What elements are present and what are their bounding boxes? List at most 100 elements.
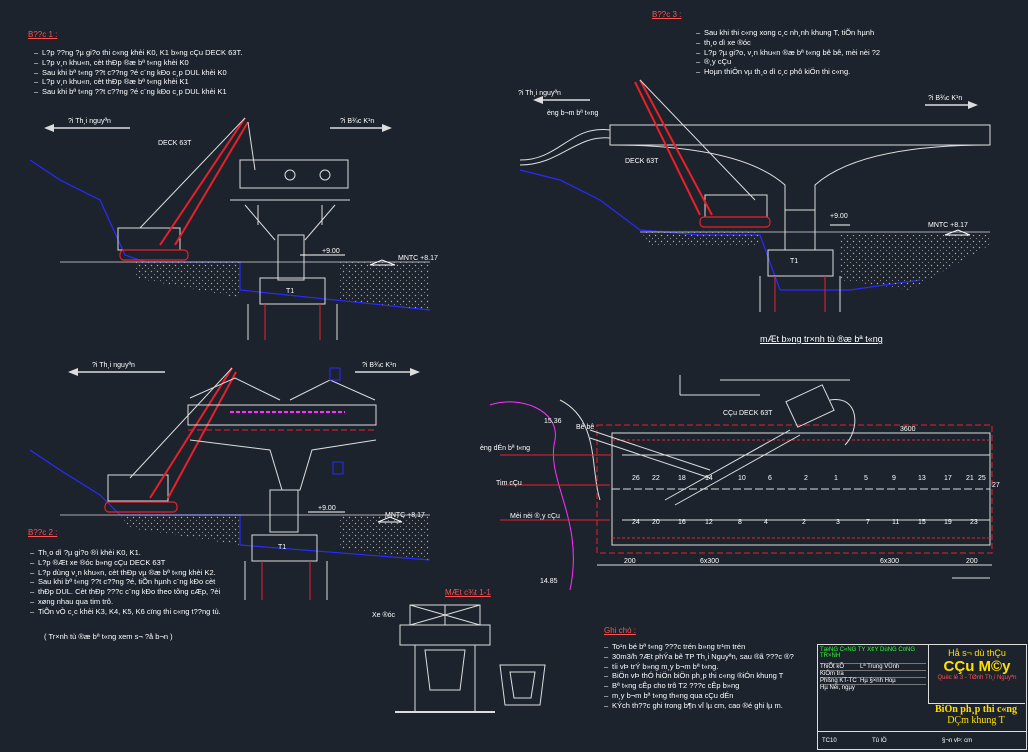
general-note: BiÖn vÞ thÓ hiÖn biÖn ph¸p thi c«ng ®iÓn…: [604, 671, 794, 681]
tb-row-label: ThiÕt kÕ: [820, 664, 845, 670]
plan-dim: 15.36: [544, 418, 562, 425]
segment-number: 15: [918, 519, 926, 526]
general-note: m¸y b¬m bª t«ng th«ng qua cÇu dÉn: [604, 691, 794, 701]
step3-pier: T1: [790, 258, 799, 265]
segment-end: 27: [992, 482, 1000, 489]
step1-dir-left: ?i Th¸i nguyªn: [68, 118, 111, 125]
step1-elevation: [29, 117, 431, 340]
segment-number: 25: [978, 475, 986, 482]
tb-title-line2: DÇm khung T: [947, 715, 1005, 726]
segment-number: 8: [738, 519, 742, 526]
step3-dir-right: ?i B¾c K¹n: [928, 95, 963, 102]
segment-number: 20: [652, 519, 660, 526]
plan-edge-label: Mèi nèi ®¸y cÇu: [510, 513, 560, 520]
plan-dim: 6x300: [880, 558, 900, 565]
step3-water: MNTC +8.17: [928, 222, 968, 229]
segment-number: 21: [966, 475, 974, 482]
segment-number: 16: [678, 519, 686, 526]
tb-date: Hµ Néi, ngµy: [820, 684, 926, 691]
step1-level: +9.00: [322, 248, 340, 255]
title-block: TæNG C«NG TY X¢Y DùNG C¤NG TR×NH Hå s¬ d…: [817, 644, 1027, 750]
plan-crane-label: CÇu DECK 63T: [723, 410, 773, 417]
step1-pier: T1: [286, 288, 295, 295]
plan-dim: 14.85: [540, 578, 558, 585]
plan-view: [489, 375, 993, 591]
tb-project-line1: Hå s¬ dù thÇu: [948, 648, 1006, 658]
segment-number: 10: [738, 475, 746, 482]
tb-unit: §¬n vÞ: cm: [942, 737, 973, 744]
segment-number: 23: [970, 519, 978, 526]
step2-note: L?p dùng v¸n khu«n, cèt thÐp vµ ®æ bª t«…: [30, 568, 221, 578]
plan-dim: 200: [966, 558, 978, 565]
step2-note: Th¸o dì ?µ gi?o ®ì khèi K0, K1.: [30, 548, 221, 558]
tb-footer: TC10 Tû lÖ §¬n vÞ: cm: [818, 731, 1026, 749]
section-title: MÆt c¾t 1-1: [445, 588, 491, 597]
segment-number: 5: [864, 475, 868, 482]
step3-note: th¸o dì xe ®óc: [696, 38, 880, 48]
section-view: [395, 604, 546, 713]
step3-note: Hoµn thiÖn vµ th¸o dì c¸c phô kiÖn thi c…: [696, 67, 880, 77]
step3-level: +9.00: [830, 213, 848, 220]
plan-dim: 6x300: [700, 558, 720, 565]
segment-number: 13: [918, 475, 926, 482]
segment-number: 7: [866, 519, 870, 526]
tb-project: Hå s¬ dù thÇu CÇu M©y Quèc lé 3 - TØnh T…: [928, 645, 1025, 704]
general-note: To¹n bé bª t«ng ???c trén b»ng tr¹m trén: [604, 642, 794, 652]
step2-water: MNTC +8.17: [385, 512, 425, 519]
step2-sub: ( Tr×nh tù ®æ bª t«ng xem s¬ ?å b¬n ): [44, 632, 173, 641]
step3-pump: èng b¬m bª t«ng: [547, 110, 599, 117]
segment-number: 9: [892, 475, 896, 482]
segment-number: 22: [652, 475, 660, 482]
step2-note: Sau khi bª t«ng ??t c??ng ?é, tiÕn hµnh …: [30, 577, 221, 587]
section-label: Xe ®óc: [372, 612, 396, 619]
step1-note: Sau khi bª t«ng ??t c??ng ?é c¨ng kÐo c¸…: [34, 87, 242, 97]
step1-note: L?p v¸n khu«n, cèt thÐp ®æ bª t«ng khèi …: [34, 77, 242, 87]
general-note: Bª t«ng cÊp cho trô T2 ???c cÊp b»ng: [604, 681, 794, 691]
segment-number: 17: [944, 475, 952, 482]
step3-note: Sau khi thi c«ng xong c¸c nh¸nh khung T,…: [696, 28, 880, 38]
segment-number: 14: [705, 475, 713, 482]
segment-number: 4: [764, 519, 768, 526]
step1-note: L?p ??ng ?µ gi?o thi c«ng khèi K0, K1 b»…: [34, 48, 242, 58]
step1-notes: L?p ??ng ?µ gi?o thi c«ng khèi K0, K1 b»…: [34, 48, 242, 97]
plan-bebe-label: Bê bê: [576, 424, 595, 431]
tb-company: TæNG C«NG TY X¢Y DùNG C¤NG TR×NH: [820, 647, 916, 659]
tb-row-value: Lª Trung VÜnh: [860, 664, 900, 670]
step1-note: Sau khi bª t«ng ??t c??ng ?é c¨ng kÐo c¸…: [34, 68, 242, 78]
step2-note: xøng nhau qua tim trô.: [30, 597, 221, 607]
tb-title-line1: BiÖn ph¸p thi c«ng: [935, 704, 1017, 715]
step2-notes: Th¸o dì ?µ gi?o ®ì khèi K0, K1. L?p ®Æt …: [30, 548, 221, 616]
step1-heading: B??c 1 :: [28, 30, 58, 39]
plan-pipe-label: èng dÉn bª t«ng: [480, 445, 531, 452]
step2-note: L?p ®Æt xe ®óc b»ng cÇu DECK 63T: [30, 558, 221, 568]
step2-dir-right: ?i B¾c K¹n: [362, 362, 397, 369]
general-note: KÝch th??c ghi trong b¶n vÏ lµ cm, cao ®…: [604, 701, 794, 711]
step2-elevation: [29, 367, 431, 600]
segment-number: 3: [836, 519, 840, 526]
tb-sheet: TC10: [822, 737, 837, 744]
step2-heading: B??c 2 :: [28, 528, 58, 537]
step1-dir-right: ?i B¾c K¹n: [340, 118, 375, 125]
step3-crane-label: DECK 63T: [625, 158, 659, 165]
segment-number: 12: [705, 519, 713, 526]
tb-scale: Tû lÖ: [872, 737, 887, 744]
step3-heading: B??c 3 :: [652, 10, 682, 19]
step2-level: +9.00: [318, 505, 336, 512]
step1-crane-label: DECK 63T: [158, 140, 192, 147]
step2-dir-left: ?i Th¸i nguyªn: [92, 362, 135, 369]
tb-project-sub: Quèc lé 3 - TØnh Th¸i Nguyªn: [937, 675, 1017, 681]
step2-note: thÐp DUL. Cèt thÐp ???c c¨ng kÐo theo tõ…: [30, 587, 221, 597]
plan-dim: 200: [624, 558, 636, 565]
plan-axis-label: Tim cÇu: [496, 480, 522, 487]
plan-dim: 3600: [900, 426, 916, 433]
tb-row-value: Hµ §×nh Hoµ: [860, 678, 896, 684]
step3-note: ®¸y cÇu: [696, 57, 880, 67]
step3-elevation: [519, 79, 991, 312]
segment-number: 11: [892, 519, 900, 526]
general-note: 30m3/h ?Æt phÝa bê TP Th¸i Nguyªn, sau ®…: [604, 652, 794, 662]
step3-note: L?p ?µ gi?o, v¸n khu«n ®æ bª t«ng bê bê,…: [696, 48, 880, 58]
plan-title: mÆt b»ng tr×nh tù ®æ bª t«ng: [760, 334, 883, 344]
segment-number: 26: [632, 475, 640, 482]
general-notes: To¹n bé bª t«ng ???c trén b»ng tr¹m trén…: [604, 642, 794, 710]
